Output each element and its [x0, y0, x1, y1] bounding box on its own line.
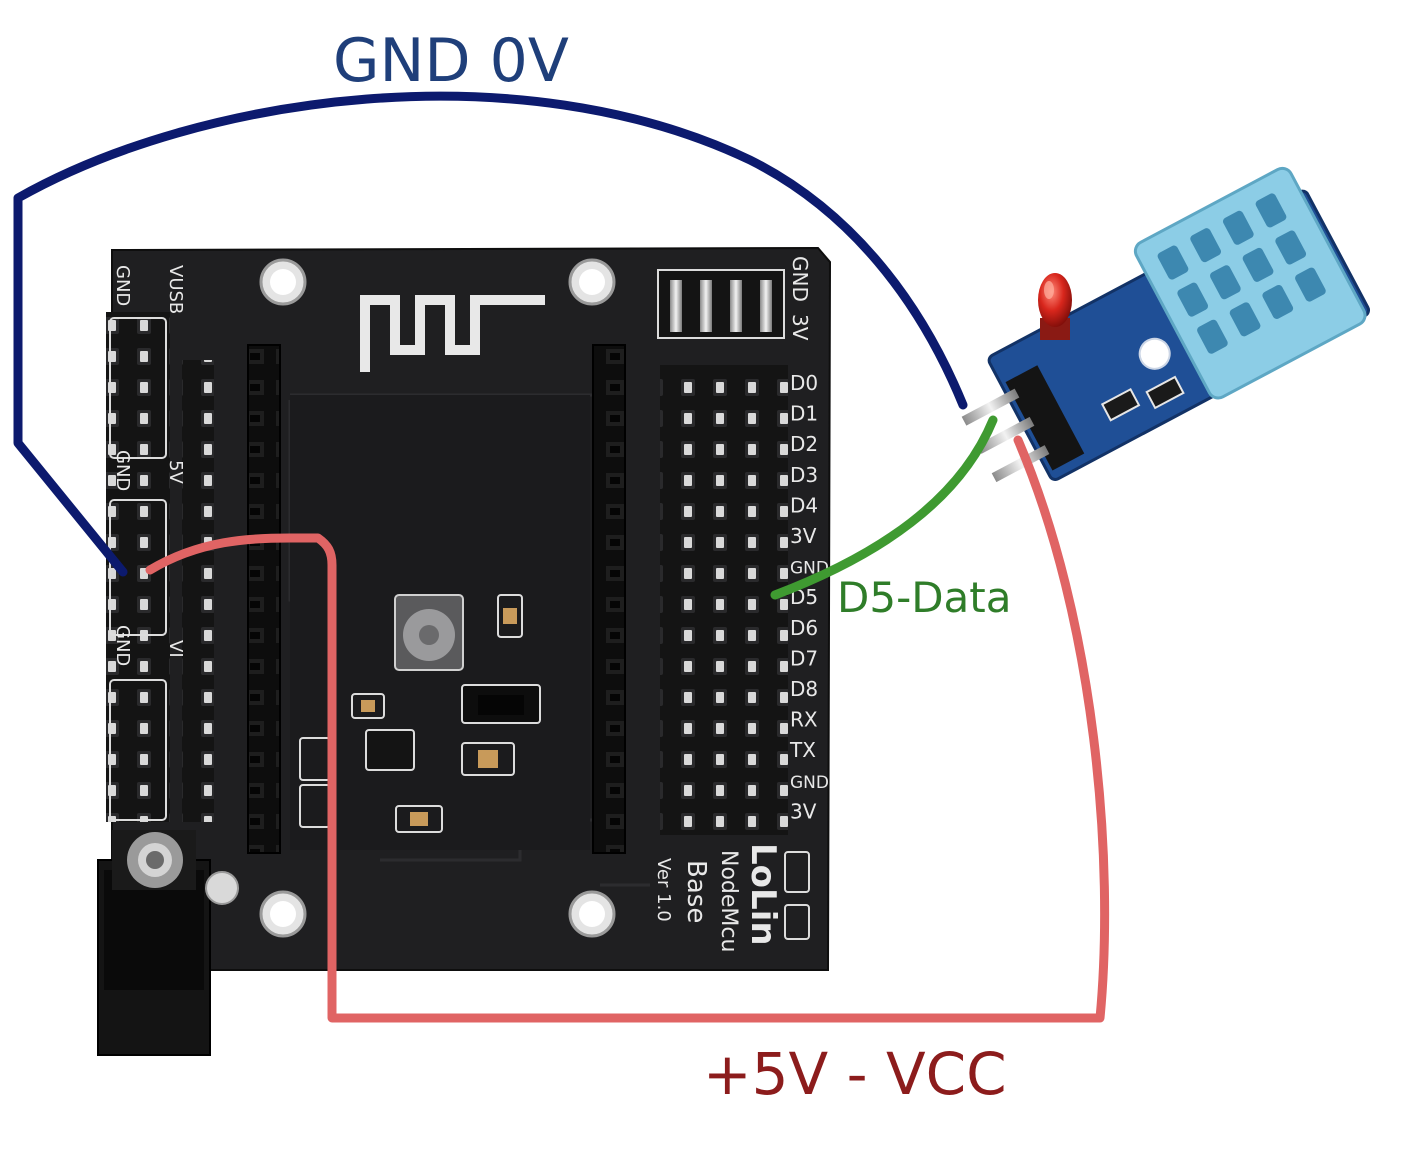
pin-label: RX [790, 708, 818, 732]
board-components [299, 594, 810, 940]
sensor-grille [1157, 193, 1326, 354]
vcc-wire [145, 435, 1110, 1023]
sensor-pins [961, 388, 1050, 483]
label-5v: 5V [165, 460, 186, 484]
label-vusb: VUSB [165, 265, 186, 314]
gnd-wire [13, 91, 968, 577]
mounting-holes [259, 258, 616, 938]
label-gnd-3: GND [112, 625, 133, 666]
data-wire [770, 415, 998, 600]
left-labels: VUSB GND 5V GND VI GND [112, 265, 186, 666]
pin-label: 3V [790, 524, 817, 548]
pin-label: GND [790, 773, 829, 793]
label-gnd-1: GND [112, 265, 133, 306]
right-header-block [660, 365, 788, 835]
pin-label: 3V [790, 799, 817, 823]
label-top-gnd: GND [788, 256, 812, 302]
pin-label: D2 [790, 432, 818, 456]
dc-barrel-jack [97, 830, 239, 1056]
brand-lolin: LoLin [743, 843, 783, 946]
vcc-label: +5V - VCC [703, 1040, 1007, 1108]
pin-label: TX [789, 738, 816, 762]
label-vi: VI [165, 640, 186, 658]
sensor-led [1038, 273, 1072, 340]
label-gnd-2: GND [112, 450, 133, 491]
pin-label: D6 [790, 616, 818, 640]
pin-label: D1 [790, 402, 818, 426]
sensor-header [1005, 365, 1085, 471]
gnd-label: GND 0V [333, 26, 569, 96]
top-right-labels: GND 3V [788, 256, 812, 341]
nodemcu-base-board: VUSB GND 5V GND VI GND GND 3V D0D1D2D3D4… [97, 246, 832, 1056]
brand-version: Ver 1.0 [653, 858, 674, 922]
label-top-3v: 3V [788, 314, 812, 341]
data-label: D5-Data [837, 573, 1012, 622]
left-header-outlines [109, 317, 167, 821]
brand-nodemcu: NodeMcu [716, 850, 741, 952]
brand-base: Base [681, 860, 711, 923]
pin-label: D4 [790, 493, 818, 517]
right-socket-strip [592, 344, 626, 854]
pin-label: D7 [790, 646, 818, 670]
left-socket-strip [247, 344, 281, 854]
sensor-body [1133, 166, 1367, 400]
antenna-logo [360, 295, 545, 372]
pin-label: D8 [790, 677, 818, 701]
top-right-pins [670, 280, 772, 332]
pin-label: D3 [790, 463, 818, 487]
pin-label: D0 [790, 371, 818, 395]
brand-text: LoLin NodeMcu Base Ver 1.0 [653, 843, 783, 952]
dht11-sensor-module [961, 166, 1371, 483]
left-header-inner [182, 360, 214, 822]
